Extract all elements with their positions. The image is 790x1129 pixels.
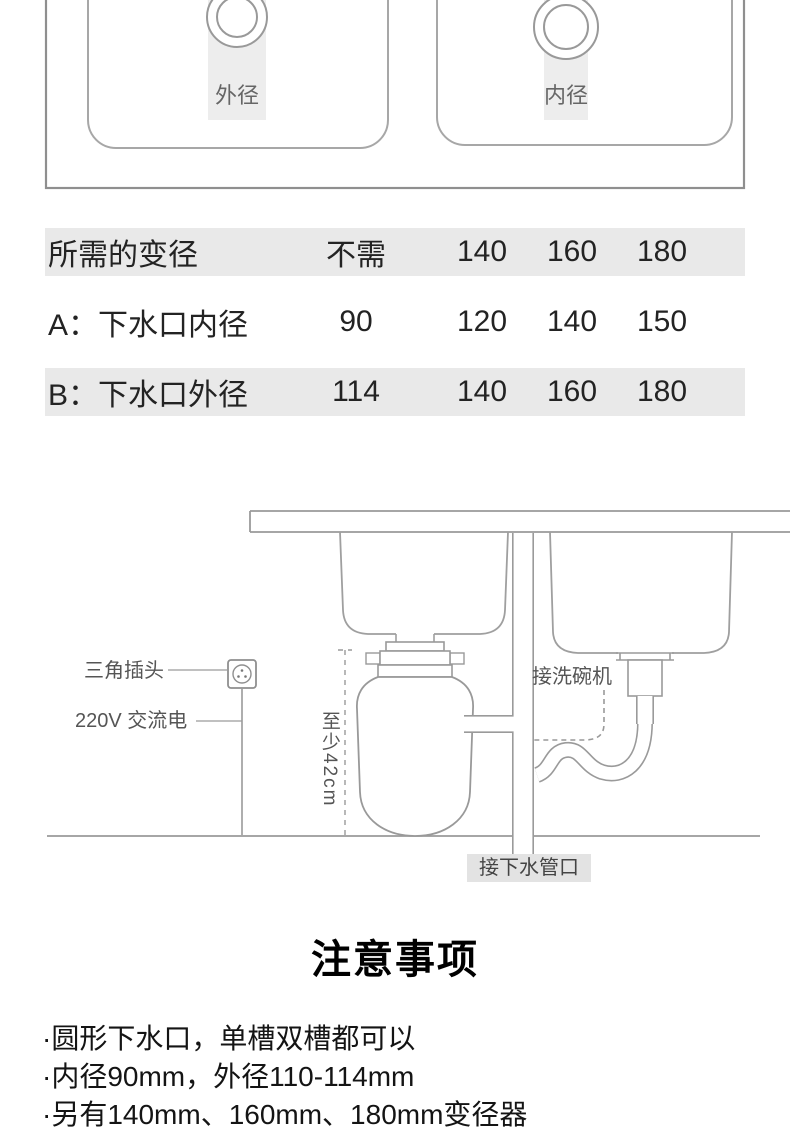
table-cell: 140 [546, 305, 598, 338]
left-bowl-section [339, 531, 509, 635]
table-cell: 180 [636, 375, 688, 408]
disposer-body [356, 676, 474, 837]
note-item: ·另有140mm、160mm、180mm变径器 [42, 1099, 528, 1129]
right-bowl-section [549, 531, 733, 654]
sink-top-view-art: 外径 内径 [44, 0, 746, 190]
min-height-dimension-line [338, 649, 352, 836]
table-cell: 不需 [326, 239, 386, 272]
drain-size-table: 所需的变径 不需 140 160 180 A：下水口内径 90 120 140 … [45, 228, 745, 416]
disposer-ear-right [449, 652, 465, 665]
notes-title: 注意事项 [311, 938, 479, 982]
left-drain-inner-circle [216, 0, 258, 38]
sink-rim [44, 0, 746, 190]
disposer-mount [379, 650, 451, 666]
table-cell: 114 [332, 375, 380, 408]
inner-diameter-label: 内径 [544, 83, 588, 108]
power-outlet [227, 659, 257, 689]
row-header: A：下水口内径 [48, 309, 249, 342]
power-label: 220V 交流电 [75, 710, 188, 732]
installation-art [47, 510, 790, 858]
table-cell: 90 [339, 305, 373, 338]
dishwasher-label: 接洗碗机 [532, 666, 612, 688]
installation-diagram: 三角插头 220V 交流电 至少42cm 接洗碗机 接下水管口 [0, 484, 790, 894]
outlet-hole-top [240, 669, 244, 672]
table-cell: 180 [636, 235, 688, 268]
min-height-label: 至少42cm [318, 711, 340, 808]
note-item: ·圆形下水口，单槽双槽都可以 [42, 1023, 416, 1054]
outer-diameter-label: 外径 [215, 83, 259, 108]
table-cell: 160 [546, 375, 598, 408]
right-bowl [436, 0, 733, 146]
table-cell: 140 [456, 235, 508, 268]
table-row: B：下水口外径 114 140 160 180 [45, 368, 745, 416]
outlet-hole-left [237, 675, 240, 678]
notes-list: ·圆形下水口，单槽双槽都可以 ·内径90mm，外径110-114mm ·另有14… [42, 1020, 790, 1129]
drain-outlet-label: 接下水管口 [467, 854, 591, 882]
disposer-ear-left [365, 652, 381, 665]
table-cell: 160 [546, 235, 598, 268]
table-cell: 150 [636, 305, 688, 338]
table-row: 所需的变径 不需 140 160 180 [45, 228, 745, 276]
plug-label: 三角插头 [84, 660, 164, 682]
table-row: A：下水口内径 90 120 140 150 [45, 298, 745, 346]
outlet-hole-right [244, 675, 247, 678]
s-trap-pipe-inner [534, 721, 652, 782]
row-header: B：下水口外径 [48, 379, 249, 412]
disposer-sink-flange [385, 641, 445, 652]
left-drain-neck [395, 634, 435, 642]
right-drain-outer-circle [533, 0, 599, 60]
left-bowl [87, 0, 389, 149]
note-item: ·内径90mm，外径110-114mm [42, 1061, 415, 1092]
outlet-socket-circle [232, 664, 252, 684]
row-header: 所需的变径 [48, 239, 198, 272]
disposer-collar [377, 664, 453, 678]
table-cell: 140 [456, 375, 508, 408]
strainer-flange [616, 652, 674, 661]
right-drain-inner-circle [543, 4, 589, 50]
left-drain-outer-circle [206, 0, 268, 48]
strainer-body [627, 659, 663, 697]
sink-top-view-diagram: 外径 内径 [0, 0, 790, 190]
dishwasher-hose-dashed [522, 690, 605, 741]
table-cell: 120 [456, 305, 508, 338]
countertop [249, 510, 790, 533]
